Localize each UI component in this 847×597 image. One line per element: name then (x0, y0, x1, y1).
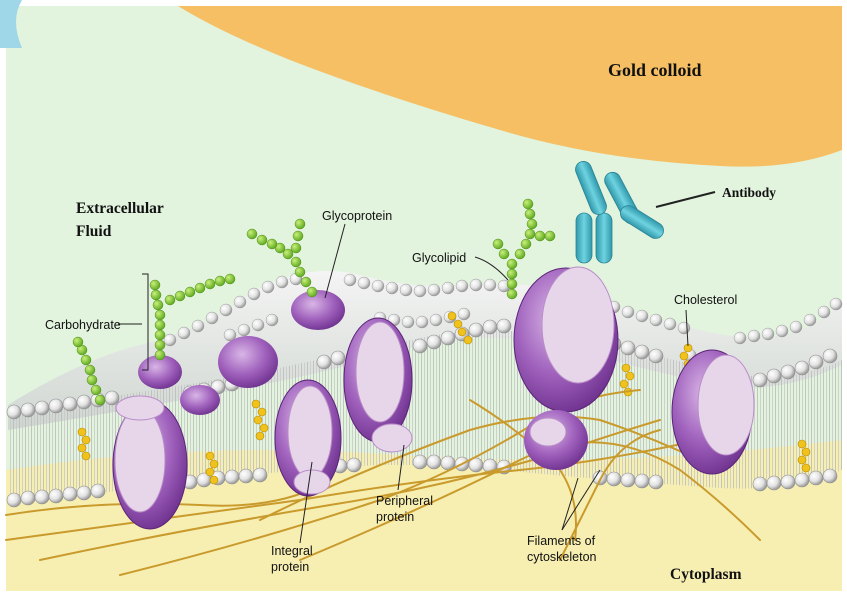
peripheral-protein-label-line1: Peripheral (376, 494, 433, 508)
filaments-label-line2: cytoskeleton (527, 550, 597, 564)
glycolipid-label: Glycolipid (412, 251, 466, 265)
glycoprotein-label: Glycoprotein (322, 209, 392, 223)
integral-protein-label-line1: Integral (271, 544, 313, 558)
filaments-label-line1: Filaments of (527, 534, 596, 548)
extracellular-label-line2: Fluid (76, 223, 112, 240)
extracellular-label-line1: Extracellular (76, 200, 164, 217)
peripheral-protein-label-line2: protein (376, 510, 414, 524)
integral-protein-center (275, 380, 341, 496)
glycoprotein-body (291, 290, 345, 330)
antibody-label: Antibody (722, 185, 776, 200)
integral-protein-label-line2: protein (271, 560, 309, 574)
carbohydrate-label: Carbohydrate (45, 318, 121, 332)
cytoplasm-label: Cytoplasm (670, 566, 742, 583)
cholesterol-label: Cholesterol (674, 293, 737, 307)
gold-colloid-label: Gold colloid (608, 60, 702, 80)
